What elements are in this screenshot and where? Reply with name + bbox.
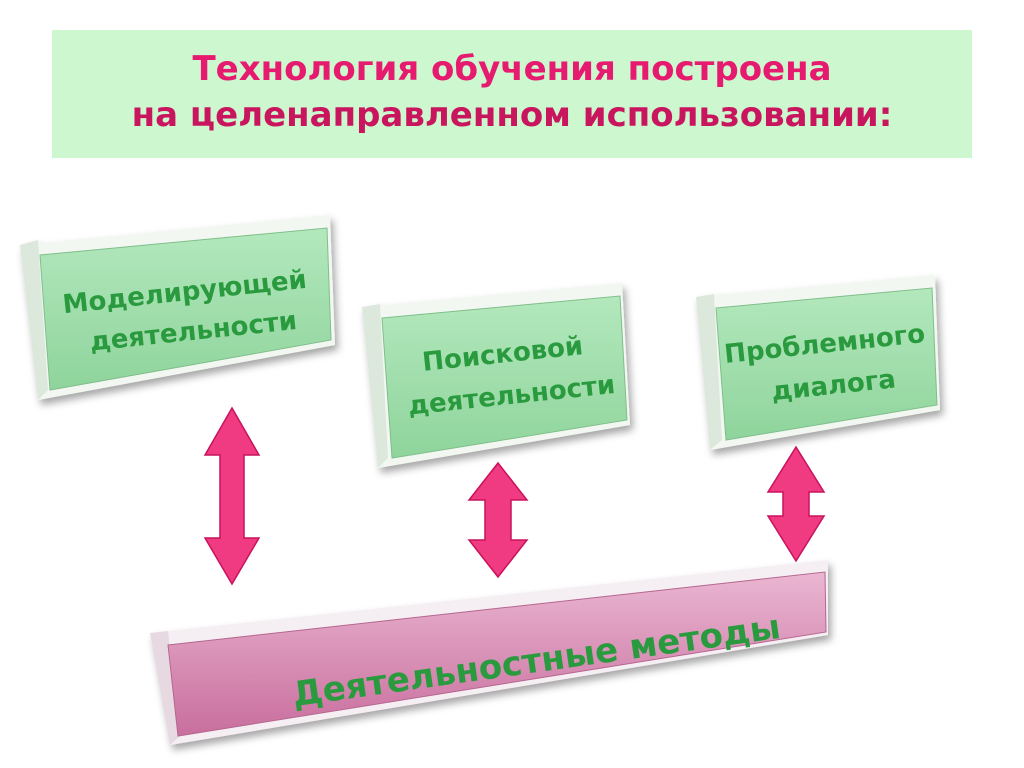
box-search-activity — [362, 283, 630, 468]
box-problem-dialogue — [696, 275, 940, 450]
box-modeling-activity — [20, 215, 335, 400]
double-arrow-left — [203, 406, 261, 586]
double-arrow-middle — [467, 461, 529, 579]
title-banner: Технология обучения построена на целенап… — [52, 30, 972, 158]
title-line-1: Технология обучения построена — [192, 49, 832, 89]
double-arrow-right — [766, 445, 826, 563]
title-line-2: на целенаправленном использовании: — [131, 95, 893, 135]
base-activity-methods — [150, 560, 828, 745]
